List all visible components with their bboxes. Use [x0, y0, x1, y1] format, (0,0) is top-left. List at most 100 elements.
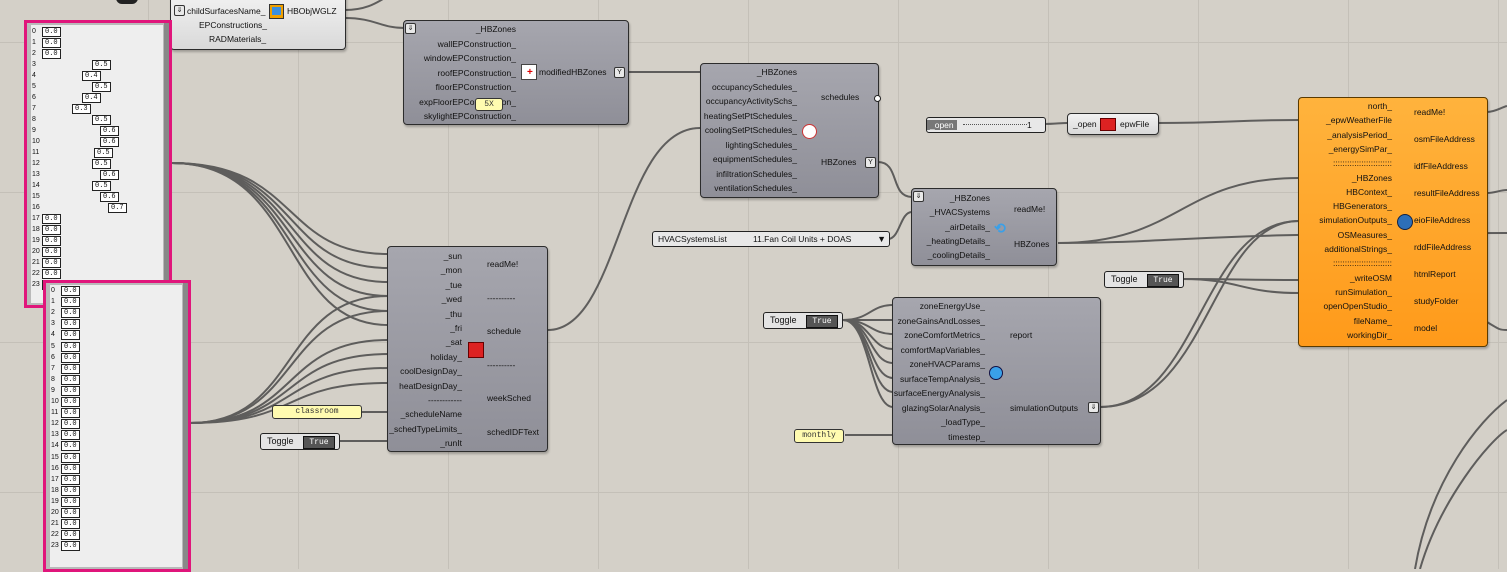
- input-open[interactable]: _open: [1073, 119, 1097, 129]
- input-hvac-4[interactable]: _coolingDetails_: [927, 250, 990, 261]
- row-value[interactable]: 0.0: [61, 363, 80, 374]
- row-value[interactable]: 0.0: [61, 496, 80, 507]
- input-week-2[interactable]: _tue: [445, 279, 462, 290]
- input-export-2[interactable]: _analysisPeriod_: [1327, 129, 1392, 140]
- row-value[interactable]: 0.0: [61, 508, 80, 518]
- toggle-value[interactable]: True: [806, 315, 838, 328]
- row-value[interactable]: 0.4: [82, 93, 101, 103]
- input-export-8[interactable]: simulationOutputs_: [1319, 215, 1392, 226]
- input-week-9[interactable]: heatDesignDay_: [399, 380, 462, 391]
- simulation-outputs-component[interactable]: zoneEnergyUse_zoneGainsAndLosses_zoneCom…: [892, 297, 1101, 445]
- output-HBZones[interactable]: HBZones: [1014, 239, 1050, 249]
- timestep-panel[interactable]: monthly: [794, 429, 844, 443]
- input-export-7[interactable]: HBGenerators_: [1332, 201, 1392, 212]
- slider-track[interactable]: [963, 124, 1027, 125]
- input-export-14[interactable]: openOpenStudio_: [1323, 301, 1392, 312]
- input-simout-0[interactable]: zoneEnergyUse_: [919, 301, 985, 311]
- input-hvac-0[interactable]: _HBZones: [949, 193, 990, 203]
- open-epw-component[interactable]: _open epwFile: [1067, 113, 1159, 135]
- input-sched-4[interactable]: coolingSetPtSchedules_: [704, 125, 797, 135]
- row-value[interactable]: 0.0: [61, 308, 80, 319]
- panel-scrollbar[interactable]: [164, 23, 169, 305]
- input-week-6[interactable]: _sat: [445, 337, 462, 348]
- output-export-7[interactable]: studyFolder: [1414, 296, 1459, 306]
- output-week-5[interactable]: schedIDFText: [487, 427, 539, 437]
- output-export-5[interactable]: rddFileAddress: [1414, 242, 1472, 252]
- row-value[interactable]: 0.0: [61, 530, 80, 541]
- row-value[interactable]: 0.0: [61, 463, 80, 474]
- row-value[interactable]: 0.0: [42, 214, 61, 224]
- output-HBZones[interactable]: HBZones: [821, 157, 857, 167]
- write-osm-toggle[interactable]: Toggle True: [1104, 271, 1184, 288]
- input-constr-3[interactable]: roofEPConstruction_: [437, 67, 516, 78]
- input-sched-1[interactable]: occupancySchedules_: [711, 81, 797, 92]
- output-week-3[interactable]: ----------: [487, 360, 516, 370]
- panel-scrollbar[interactable]: [183, 283, 188, 569]
- schedule-name-panel[interactable]: classroom: [272, 405, 362, 419]
- input-sched-2[interactable]: occupancyActivitySchs_: [705, 96, 797, 106]
- row-value[interactable]: 0.0: [42, 49, 61, 59]
- input-hvac-1[interactable]: _HVACSystems: [929, 207, 990, 218]
- input-week-10[interactable]: ------------: [428, 395, 462, 405]
- input-sched-6[interactable]: equipmentSchedules_: [712, 154, 797, 164]
- row-value[interactable]: 0.4: [82, 71, 101, 81]
- row-value[interactable]: 0.0: [61, 286, 80, 296]
- row-value[interactable]: 0.5: [92, 60, 111, 70]
- row-value[interactable]: 0.0: [42, 38, 61, 48]
- input-constr-5[interactable]: expFloorEPConstruction_: [419, 96, 516, 107]
- hvac-system-component[interactable]: ⇓ _HBZones_HVACSystems_airDetails__heati…: [911, 188, 1057, 266]
- input-simout-5[interactable]: surfaceTempAnalysis_: [899, 373, 985, 384]
- row-value[interactable]: 0.0: [61, 385, 80, 396]
- input-simout-3[interactable]: comfortMapVariables_: [900, 344, 985, 355]
- row-value[interactable]: 0.0: [61, 330, 80, 341]
- row-value[interactable]: 0.6: [100, 192, 119, 202]
- row-value[interactable]: 0.0: [42, 225, 61, 235]
- row-value[interactable]: 0.0: [61, 297, 80, 308]
- row-value[interactable]: 0.0: [61, 485, 80, 496]
- output-HBObjWGLZ[interactable]: HBObjWGLZ: [287, 6, 337, 16]
- output-week-2[interactable]: schedule: [487, 326, 522, 336]
- input-export-4[interactable]: :::::::::::::::::::::::::: [1332, 158, 1392, 169]
- input-constr-4[interactable]: floorEPConstruction_: [435, 82, 516, 92]
- toggle-value[interactable]: True: [303, 436, 335, 449]
- output-week-0[interactable]: readMe!: [487, 259, 519, 269]
- output-epwFile[interactable]: epwFile: [1120, 119, 1150, 129]
- input-export-16[interactable]: workingDir_: [1347, 329, 1392, 340]
- output-readMe[interactable]: readMe!: [1014, 204, 1046, 214]
- row-value[interactable]: 0.5: [92, 181, 111, 191]
- input-hvac-3[interactable]: _heatingDetails_: [926, 235, 990, 246]
- input-week-12[interactable]: _schedTypeLimits_: [389, 423, 462, 434]
- input-week-1[interactable]: _mon: [440, 265, 462, 276]
- input-simout-6[interactable]: surfaceEnergyAnalysis_: [893, 388, 985, 398]
- input-simout-9[interactable]: timestep_: [948, 431, 985, 442]
- outputs-toggle[interactable]: Toggle True: [763, 312, 843, 329]
- output-schedules[interactable]: schedules: [821, 92, 860, 102]
- input-simout-2[interactable]: zoneComfortMetrics_: [904, 330, 985, 340]
- input-week-0[interactable]: _sun: [443, 251, 462, 261]
- input-week-5[interactable]: _fri: [450, 323, 462, 333]
- row-value[interactable]: 0.7: [108, 203, 127, 213]
- row-value[interactable]: 0.0: [61, 441, 80, 452]
- input-simout-4[interactable]: zoneHVACParams_: [909, 359, 985, 369]
- output-week-1[interactable]: ----------: [487, 293, 516, 303]
- row-value[interactable]: 0.6: [100, 170, 119, 180]
- chevron-down-icon[interactable]: ▼: [877, 234, 886, 244]
- input-export-0[interactable]: north_: [1367, 101, 1392, 111]
- row-value[interactable]: 0.5: [92, 82, 111, 92]
- hb-object-component[interactable]: ⇓ childSurfacesName_ EPConstructions_ RA…: [170, 0, 346, 50]
- output-export-8[interactable]: model: [1414, 323, 1438, 333]
- output-modifiedHBZones[interactable]: modifiedHBZones: [539, 67, 607, 77]
- input-hvac-2[interactable]: _airDetails_: [945, 221, 990, 232]
- row-value[interactable]: 0.0: [42, 236, 61, 246]
- input-export-1[interactable]: _epwWeatherFile: [1326, 115, 1392, 126]
- row-value[interactable]: 0.5: [92, 115, 111, 125]
- input-export-5[interactable]: _HBZones: [1351, 172, 1392, 183]
- output-export-0[interactable]: readMe!: [1414, 107, 1446, 117]
- row-value[interactable]: 0.5: [94, 148, 113, 158]
- input-export-12[interactable]: _writeOSM: [1349, 272, 1392, 283]
- output-report[interactable]: report: [1010, 330, 1033, 340]
- construction-panel[interactable]: 5X: [475, 98, 503, 111]
- output-export-4[interactable]: eioFileAddress: [1414, 215, 1471, 225]
- input-sched-0[interactable]: _HBZones: [756, 67, 797, 77]
